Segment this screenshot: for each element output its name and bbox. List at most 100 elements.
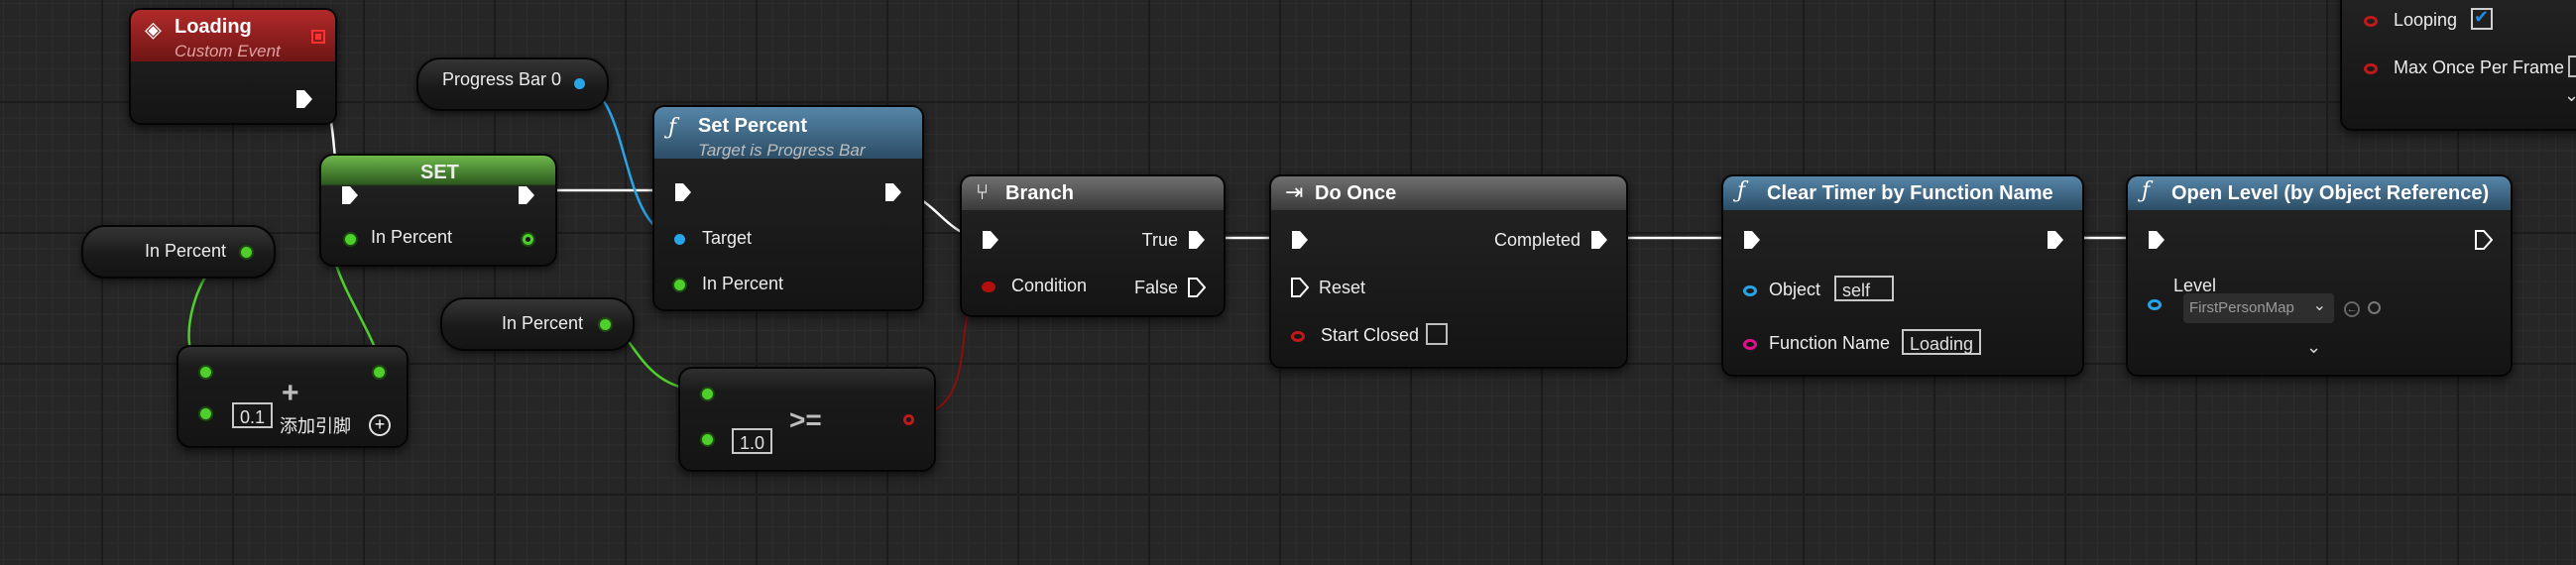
expand-chevron-icon[interactable]: ⌄ <box>2564 85 2576 105</box>
event-diamond-icon: ◈ <box>145 18 162 43</box>
clear-timer-exec-in-pin[interactable] <box>1743 230 1761 250</box>
set-percent-header: ƒ Set Percent Target is Progress Bar <box>654 107 922 160</box>
max-once-checkbox[interactable] <box>2568 56 2576 77</box>
set-percent-target-pin[interactable] <box>674 234 685 245</box>
clear-timer-node[interactable]: ƒ Clear Timer by Function Name Object se… <box>1721 174 2084 377</box>
set-timer-node[interactable]: Looping ✔ Max Once Per Frame ⌄ <box>2340 0 2576 131</box>
branch-node[interactable]: ⑂ Branch True Condition False <box>960 174 1226 317</box>
branch-exec-in-pin[interactable] <box>982 230 999 250</box>
branch-false-label: False <box>1133 278 1178 297</box>
open-level-node[interactable]: ƒ Open Level (by Object Reference) Level… <box>2126 174 2513 377</box>
get-in-percent-node-1[interactable]: In Percent <box>81 225 276 279</box>
set-percent-exec-in-pin[interactable] <box>674 182 692 202</box>
compare-a-pin[interactable] <box>702 389 713 399</box>
clear-timer-object-label: Object <box>1769 280 1821 299</box>
open-level-title: Open Level (by Object Reference) <box>2171 182 2490 204</box>
function-icon: ƒ <box>1737 178 1746 203</box>
open-level-level-pin[interactable] <box>2148 299 2162 310</box>
get-in-percent-label-1: In Percent <box>145 241 227 261</box>
do-once-icon: ⇥ <box>1285 180 1304 205</box>
branch-title: Branch <box>1005 182 1074 204</box>
do-once-reset-pin[interactable] <box>1291 278 1309 297</box>
clear-timer-function-name-pin[interactable] <box>1743 339 1757 350</box>
event-title: Loading <box>175 16 252 38</box>
compare-operator: >= <box>789 404 822 435</box>
compare-b-pin[interactable] <box>702 434 713 445</box>
browse-asset-icon[interactable] <box>2368 301 2381 314</box>
branch-header: ⑂ Branch <box>962 176 1224 210</box>
compare-node[interactable]: 1.0 >= <box>678 367 936 472</box>
add-out-pin[interactable] <box>374 367 385 378</box>
get-in-percent-out-pin-2[interactable] <box>600 319 611 330</box>
do-once-node[interactable]: ⇥ Do Once Completed Reset Start Closed <box>1269 174 1628 369</box>
open-level-level-value: FirstPersonMap <box>2189 299 2294 316</box>
do-once-header: ⇥ Do Once <box>1271 176 1626 210</box>
set-in-percent-pin[interactable] <box>345 234 356 245</box>
do-once-start-closed-pin[interactable] <box>1291 331 1305 342</box>
do-once-completed-pin[interactable] <box>1590 230 1608 250</box>
set-percent-title: Set Percent <box>698 115 808 137</box>
clear-timer-exec-out-pin[interactable] <box>2047 230 2064 250</box>
clear-timer-function-name-field[interactable]: Loading <box>1902 329 1982 355</box>
add-float-node[interactable]: 0.1 + 添加引脚 + <box>176 345 409 448</box>
set-percent-target-label: Target <box>702 228 753 248</box>
set-node[interactable]: SET In Percent <box>319 154 557 267</box>
use-selected-asset-icon[interactable]: ← <box>2344 301 2360 317</box>
function-icon: ƒ <box>668 115 677 140</box>
open-level-level-dropdown[interactable]: FirstPersonMap ⌄ <box>2183 293 2334 323</box>
delegate-pin-icon[interactable] <box>311 30 325 44</box>
add-a-pin[interactable] <box>200 367 211 378</box>
do-once-reset-label: Reset <box>1319 278 1366 297</box>
looping-pin[interactable] <box>2364 16 2378 27</box>
function-icon: ƒ <box>2142 178 2151 203</box>
set-percent-in-percent-pin[interactable] <box>674 280 685 290</box>
clear-timer-title: Clear Timer by Function Name <box>1767 182 2053 204</box>
set-in-percent-label: In Percent <box>371 227 453 247</box>
clear-timer-object-pin[interactable] <box>1743 285 1757 296</box>
set-percent-exec-out-pin[interactable] <box>884 182 902 202</box>
add-value-box[interactable]: 0.1 <box>232 402 274 428</box>
progress-bar-variable-node[interactable]: Progress Bar 0 <box>416 57 609 111</box>
branch-true-pin[interactable] <box>1188 230 1206 250</box>
set-percent-subtitle: Target is Progress Bar <box>698 141 866 160</box>
do-once-completed-label: Completed <box>1493 230 1581 250</box>
compare-value-box[interactable]: 1.0 <box>732 428 773 454</box>
open-level-header: ƒ Open Level (by Object Reference) <box>2128 176 2511 210</box>
branch-false-pin[interactable] <box>1188 278 1206 297</box>
compare-out-pin[interactable] <box>903 414 914 425</box>
branch-condition-pin[interactable] <box>982 282 995 292</box>
open-level-exec-in-pin[interactable] <box>2148 230 2166 250</box>
set-exec-out-pin[interactable] <box>518 185 535 205</box>
branch-true-label: True <box>1141 230 1178 250</box>
get-in-percent-label-2: In Percent <box>502 313 584 333</box>
progress-bar-label: Progress Bar 0 <box>442 69 562 89</box>
do-once-exec-in-pin[interactable] <box>1291 230 1309 250</box>
set-percent-in-percent-label: In Percent <box>702 274 784 293</box>
max-once-pin[interactable] <box>2364 63 2378 74</box>
clear-timer-function-name-label: Function Name <box>1769 333 1891 353</box>
add-b-pin[interactable] <box>200 408 211 419</box>
set-in-percent-out-pin[interactable] <box>523 234 533 245</box>
do-once-title: Do Once <box>1315 182 1397 204</box>
max-once-label: Max Once Per Frame <box>2394 57 2565 77</box>
set-percent-node[interactable]: ƒ Set Percent Target is Progress Bar Tar… <box>652 105 924 311</box>
get-in-percent-node-2[interactable]: In Percent <box>440 297 635 351</box>
do-once-start-closed-label: Start Closed <box>1321 325 1420 345</box>
get-in-percent-out-pin-1[interactable] <box>241 247 252 258</box>
event-subtitle: Custom Event <box>175 42 281 60</box>
add-pin-icon[interactable]: + <box>369 414 391 436</box>
open-level-level-label: Level <box>2173 276 2217 295</box>
set-title: SET <box>420 162 459 183</box>
set-exec-in-pin[interactable] <box>341 185 359 205</box>
clear-timer-header: ƒ Clear Timer by Function Name <box>1723 176 2082 210</box>
clear-timer-object-field[interactable]: self <box>1834 276 1894 301</box>
loading-event-node[interactable]: ◈ Loading Custom Event <box>129 8 337 125</box>
event-node-header: ◈ Loading Custom Event <box>131 10 335 61</box>
looping-checkbox[interactable]: ✔ <box>2471 7 2493 30</box>
exec-out-pin[interactable] <box>295 89 313 109</box>
object-out-pin[interactable] <box>574 78 585 89</box>
expand-chevron-icon[interactable]: ⌄ <box>2306 337 2322 357</box>
open-level-exec-out-pin[interactable] <box>2475 230 2493 250</box>
checkmark-icon: ✔ <box>2474 7 2490 28</box>
start-closed-checkbox[interactable] <box>1426 323 1448 345</box>
